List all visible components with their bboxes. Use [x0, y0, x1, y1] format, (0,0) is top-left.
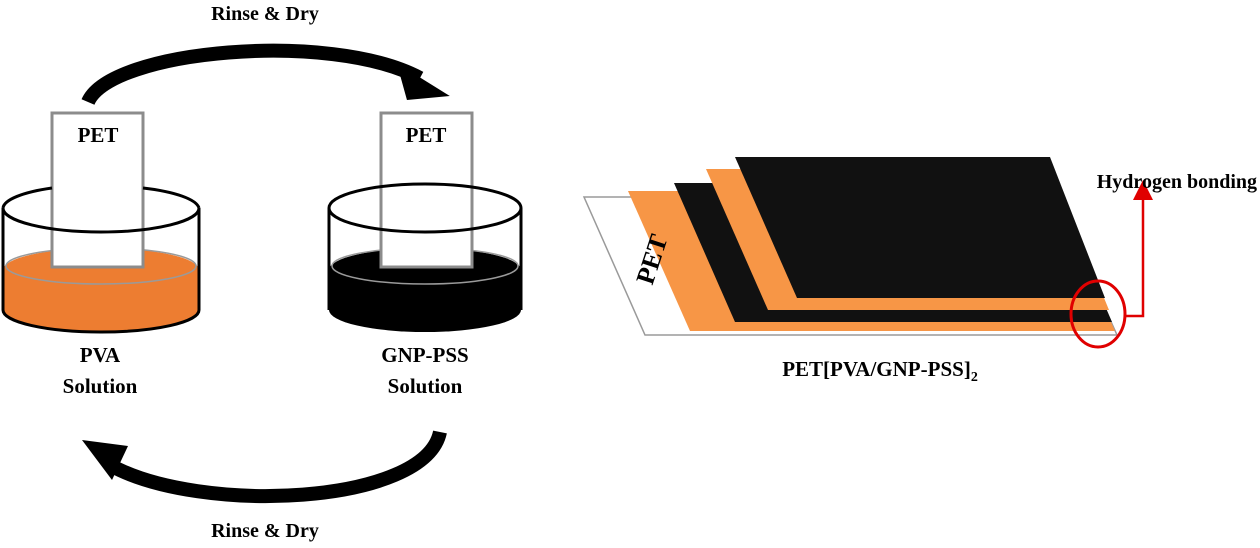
pva-solution-label-1: PVA — [80, 343, 121, 367]
gnp-pss-beaker — [327, 111, 523, 332]
stack-caption-subscript: 2 — [971, 370, 978, 385]
bottom-cycle-arrow — [82, 429, 447, 503]
stack-caption: PET[PVA/GNP-PSS]2 — [782, 357, 978, 385]
pet-label-left: PET — [78, 123, 119, 147]
gnp-solution-label-2: Solution — [388, 374, 463, 398]
top-cycle-arrow — [81, 43, 450, 106]
stack-caption-main: PET[PVA/GNP-PSS] — [782, 357, 971, 381]
hydrogen-bonding-label: Hydrogen bonding — [1097, 171, 1257, 193]
hydrogen-bonding-arrow — [1126, 180, 1153, 318]
pva-beaker — [1, 111, 201, 334]
pet-label-right: PET — [406, 123, 447, 147]
gnp-solution-label-1: GNP-PSS — [381, 343, 469, 367]
bottom-arrow-label: Rinse & Dry — [211, 520, 319, 542]
gnp-pss-layer-2 — [735, 157, 1105, 298]
interface-highlight-circle — [1069, 279, 1127, 349]
pva-solution-label-2: Solution — [63, 374, 138, 398]
pet-strip-right — [379, 111, 474, 269]
multilayer-stack — [582, 157, 1119, 336]
top-arrow-label: Rinse & Dry — [211, 3, 319, 25]
pet-strip-left — [50, 111, 145, 269]
